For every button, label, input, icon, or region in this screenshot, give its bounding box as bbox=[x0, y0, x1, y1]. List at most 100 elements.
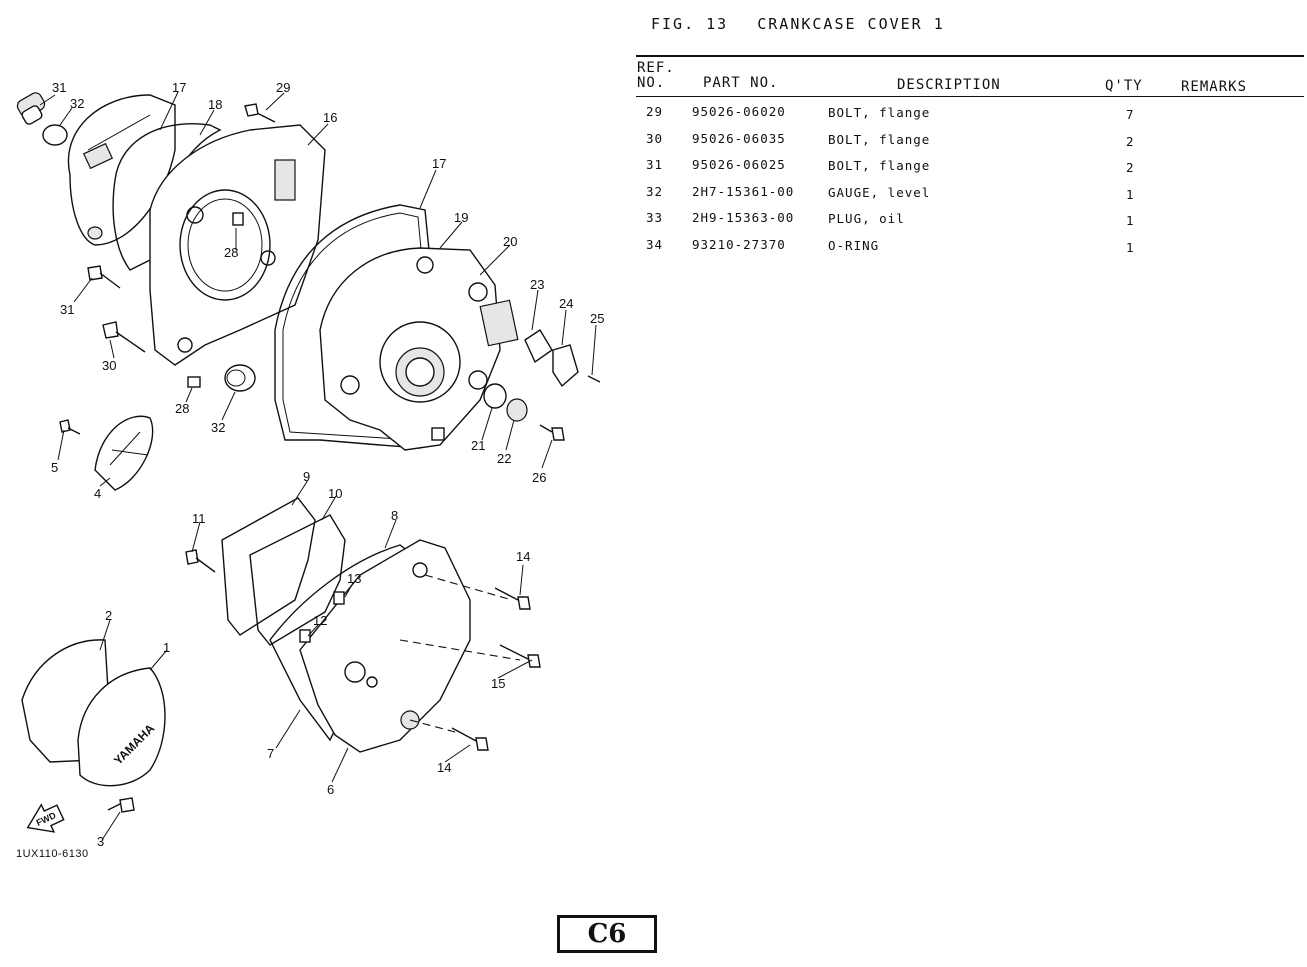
callout-7: 7 bbox=[267, 746, 274, 761]
callout-11: 11 bbox=[192, 511, 206, 526]
description-cell: GAUGE, level bbox=[828, 184, 931, 200]
callout-23: 22 bbox=[497, 451, 511, 466]
col-header-ref: REF. bbox=[637, 60, 675, 76]
bolt-14b-part bbox=[451, 727, 489, 751]
bolt-11-part bbox=[185, 549, 216, 573]
part-no-cell: 2H7-15361-00 bbox=[692, 183, 795, 199]
ref-no-cell: 34 bbox=[646, 236, 664, 252]
part-no-cell: 2H9-15363-00 bbox=[692, 210, 795, 225]
callout-9: 9 bbox=[303, 469, 310, 484]
callout-1: 1 bbox=[163, 640, 170, 655]
col-header-qty: Q'TY bbox=[1105, 78, 1143, 94]
bolt-14-part bbox=[494, 587, 531, 610]
qty-cell: 1 bbox=[1126, 213, 1135, 228]
callout-21: 20 bbox=[503, 234, 517, 249]
qty-cell: 1 bbox=[1126, 239, 1135, 255]
callout-25: 24 bbox=[559, 296, 573, 311]
callout-33: 31 bbox=[52, 80, 66, 95]
callout-30: 30 bbox=[102, 358, 116, 373]
qty-cell: 1 bbox=[1126, 186, 1135, 202]
alignment-line bbox=[424, 574, 513, 601]
parts-table: 29 95026-06020 BOLT, flange 7 30 95026-0… bbox=[636, 104, 1296, 263]
bolt-31-part bbox=[87, 265, 121, 289]
part-no-cell: 95026-06020 bbox=[692, 104, 786, 119]
callout-28: 28 bbox=[224, 245, 238, 260]
col-header-description: DESCRIPTION bbox=[897, 77, 1001, 93]
table-row: 32 2H7-15361-00 GAUGE, level 1 bbox=[636, 184, 1296, 211]
callout-31: 31 bbox=[60, 302, 74, 317]
qty-cell: 2 bbox=[1126, 133, 1135, 149]
callout-15: 15 bbox=[491, 676, 505, 691]
callout-28b: 28 bbox=[175, 401, 189, 416]
callout-6: 6 bbox=[327, 782, 334, 797]
description-cell: O-RING bbox=[828, 237, 880, 253]
col-header-no: NO. bbox=[637, 75, 666, 91]
ref-no-cell: 32 bbox=[646, 183, 664, 199]
callout-20: 19 bbox=[454, 210, 468, 225]
description-cell: PLUG, oil bbox=[828, 211, 905, 226]
part-no-cell: 95026-06025 bbox=[692, 157, 786, 172]
callout-8: 8 bbox=[391, 508, 398, 523]
gasket-10-part bbox=[249, 514, 346, 646]
dowel-pin-part bbox=[232, 212, 244, 226]
description-cell: BOLT, flange bbox=[828, 158, 931, 173]
description-cell: BOLT, flange bbox=[828, 105, 931, 120]
part-no-cell: 93210-27370 bbox=[692, 236, 786, 252]
figure-title: CRANKCASE COVER 1 bbox=[757, 15, 945, 33]
callout-3: 3 bbox=[97, 834, 104, 849]
timing-plate-part bbox=[94, 415, 154, 491]
alignment-line bbox=[399, 639, 521, 661]
callout-10: 10 bbox=[328, 486, 342, 501]
col-header-remarks: REMARKS bbox=[1181, 79, 1248, 95]
callout-24: 23 bbox=[530, 277, 544, 292]
callout-17: 17 bbox=[432, 156, 446, 171]
callout-22: 21 bbox=[471, 438, 485, 453]
seal-22-part bbox=[483, 383, 507, 409]
stator-cover-part bbox=[319, 247, 501, 451]
level-gauge-part bbox=[224, 364, 256, 392]
forward-direction-marker: FWD bbox=[26, 803, 65, 833]
table-row: 30 95026-06035 BOLT, flange 2 bbox=[636, 131, 1296, 158]
callout-5: 5 bbox=[51, 460, 58, 475]
callout-19: 18 bbox=[208, 97, 222, 112]
exploded-parts-diagram: YAMAHA FWD bbox=[16, 80, 604, 849]
table-row: 31 95026-06025 BOLT, flange 2 bbox=[636, 157, 1296, 184]
callout-12: 12 bbox=[313, 613, 327, 628]
callout-labels: 31 32 17 18 29 16 28 17 19 20 23 24 25 3… bbox=[51, 80, 604, 849]
callout-34: 32 bbox=[70, 96, 84, 111]
leader-lines bbox=[39, 91, 597, 841]
bolt-15-part bbox=[499, 644, 541, 668]
dowel-12-part bbox=[299, 629, 311, 643]
bolt-27-part bbox=[539, 424, 565, 441]
figure-number: FIG. 13 bbox=[651, 15, 729, 33]
bolt-30-part bbox=[102, 321, 146, 353]
alignment-line bbox=[409, 719, 456, 733]
qty-cell: 7 bbox=[1126, 107, 1135, 122]
oil-plug-part bbox=[16, 92, 46, 125]
callout-16: 16 bbox=[323, 110, 337, 125]
gasket-9-part bbox=[221, 497, 316, 636]
generator-cover-part bbox=[67, 94, 176, 246]
dowel-pin-part bbox=[187, 376, 201, 388]
grommet-23-part bbox=[506, 398, 528, 422]
callout-26: 25 bbox=[590, 311, 604, 326]
callout-18: 17 bbox=[172, 80, 186, 95]
bolt-3-part bbox=[107, 797, 135, 813]
table-row: 34 93210-27370 O-RING 1 bbox=[636, 237, 1296, 264]
bolt-29-part bbox=[244, 103, 276, 123]
header-underline bbox=[636, 96, 1304, 97]
table-row: 29 95026-06020 BOLT, flange 7 bbox=[636, 104, 1296, 131]
header-rule bbox=[636, 55, 1304, 57]
part-no-cell: 95026-06035 bbox=[692, 130, 786, 146]
callout-2: 2 bbox=[105, 608, 112, 623]
dowel-13-part bbox=[333, 591, 345, 605]
ref-no-cell: 30 bbox=[646, 130, 664, 146]
qty-cell: 2 bbox=[1126, 160, 1135, 175]
bolt-5-part bbox=[59, 419, 81, 435]
o-ring-part bbox=[42, 124, 68, 146]
callout-32: 32 bbox=[211, 420, 225, 435]
ref-no-cell: 33 bbox=[646, 210, 664, 225]
ref-no-cell: 31 bbox=[646, 157, 664, 172]
page-badge: C6 bbox=[557, 915, 657, 953]
